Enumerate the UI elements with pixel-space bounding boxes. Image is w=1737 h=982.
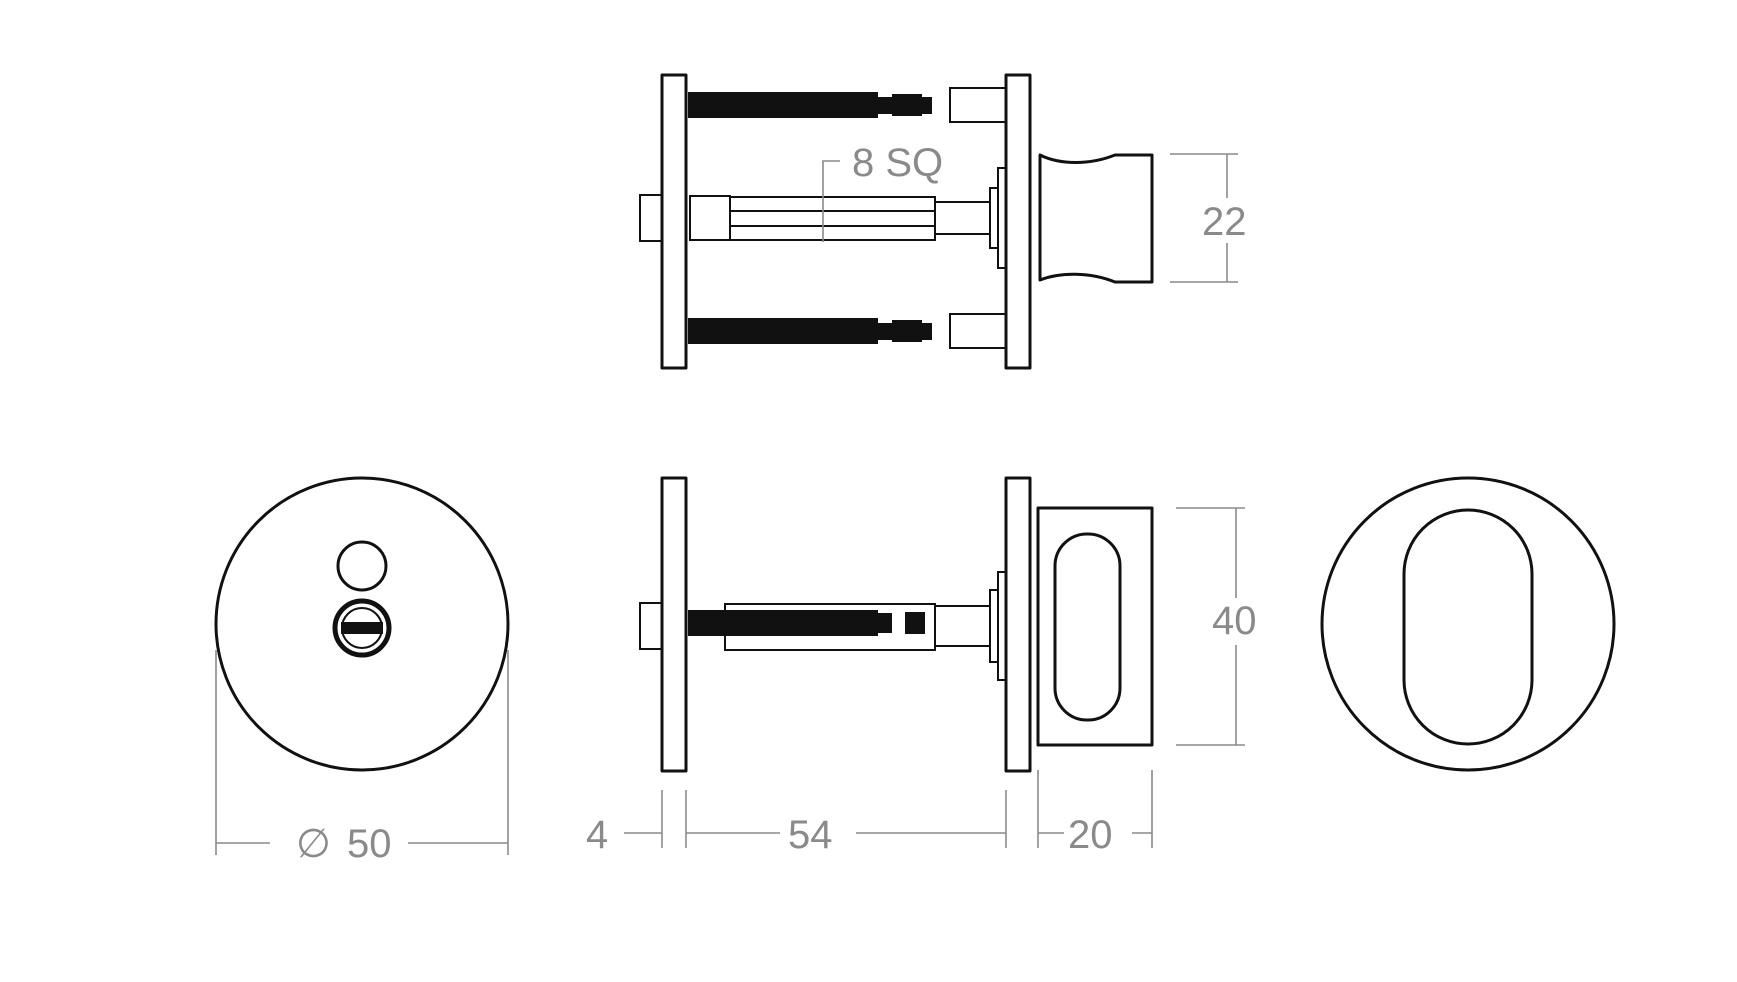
diameter-label: 50 xyxy=(347,822,392,866)
top-lower-fixing-screw xyxy=(688,313,1007,349)
door-range-label: 54 xyxy=(788,813,833,857)
top-view xyxy=(639,73,1154,370)
emergency-release-slot xyxy=(332,598,392,658)
rose-height-label: 40 xyxy=(1212,599,1257,643)
side-spindle xyxy=(639,571,1007,681)
knob-projection-label: 20 xyxy=(1068,813,1113,857)
top-upper-fixing-screw xyxy=(688,87,1007,123)
top-spindle xyxy=(639,167,1007,269)
side-knob-housing xyxy=(1036,506,1154,747)
diameter-symbol: ∅ xyxy=(296,822,331,866)
release-rose-view xyxy=(214,476,510,772)
side-left-plate xyxy=(660,476,688,773)
knob-height-label: 22 xyxy=(1202,200,1247,244)
bottom-dimensions: 4 54 20 xyxy=(586,770,1153,857)
knob-rose-view xyxy=(1320,476,1616,772)
knob-oval xyxy=(1402,508,1534,746)
top-knob xyxy=(1038,153,1154,284)
plate-thickness-label: 4 xyxy=(586,813,608,857)
side-view xyxy=(639,476,1154,773)
rose-height-dimension: 40 xyxy=(1176,507,1257,746)
diameter-dimension: ∅ 50 xyxy=(215,650,509,866)
spindle-dimension: 8 SQ xyxy=(822,141,943,242)
indicator-hole xyxy=(336,540,388,592)
knob-height-dimension: 22 xyxy=(1170,153,1247,283)
spindle-size-label: 8 SQ xyxy=(852,141,943,185)
release-rose xyxy=(214,476,510,772)
side-knob-oval xyxy=(1053,532,1122,722)
top-left-plate xyxy=(660,73,688,370)
side-right-plate xyxy=(1004,476,1032,773)
top-right-plate xyxy=(1004,73,1032,370)
knob-rose xyxy=(1320,476,1616,772)
